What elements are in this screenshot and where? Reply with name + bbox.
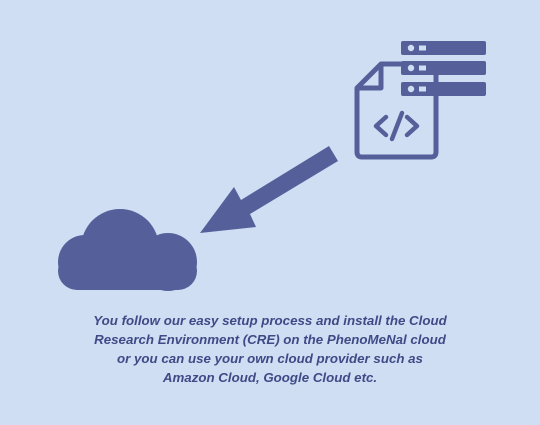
setup-illustration	[58, 41, 486, 291]
caption-line: You follow our easy setup process and in…	[93, 313, 447, 328]
arrow-down-left-icon	[200, 146, 338, 233]
server-unit-icon	[401, 82, 486, 96]
description-caption: You follow our easy setup process and in…	[20, 311, 520, 387]
server-unit-icon	[401, 61, 486, 75]
caption-line: or you can use your own cloud provider s…	[117, 351, 423, 366]
server-stack-icon	[401, 41, 486, 96]
server-unit-icon	[401, 41, 486, 55]
caption-line: Amazon Cloud, Google Cloud etc.	[162, 370, 378, 385]
code-file-icon	[354, 61, 439, 160]
code-brackets-icon	[373, 110, 420, 142]
cloud-icon	[58, 209, 197, 291]
caption-line: Research Environment (CRE) on the PhenoM…	[94, 332, 446, 347]
